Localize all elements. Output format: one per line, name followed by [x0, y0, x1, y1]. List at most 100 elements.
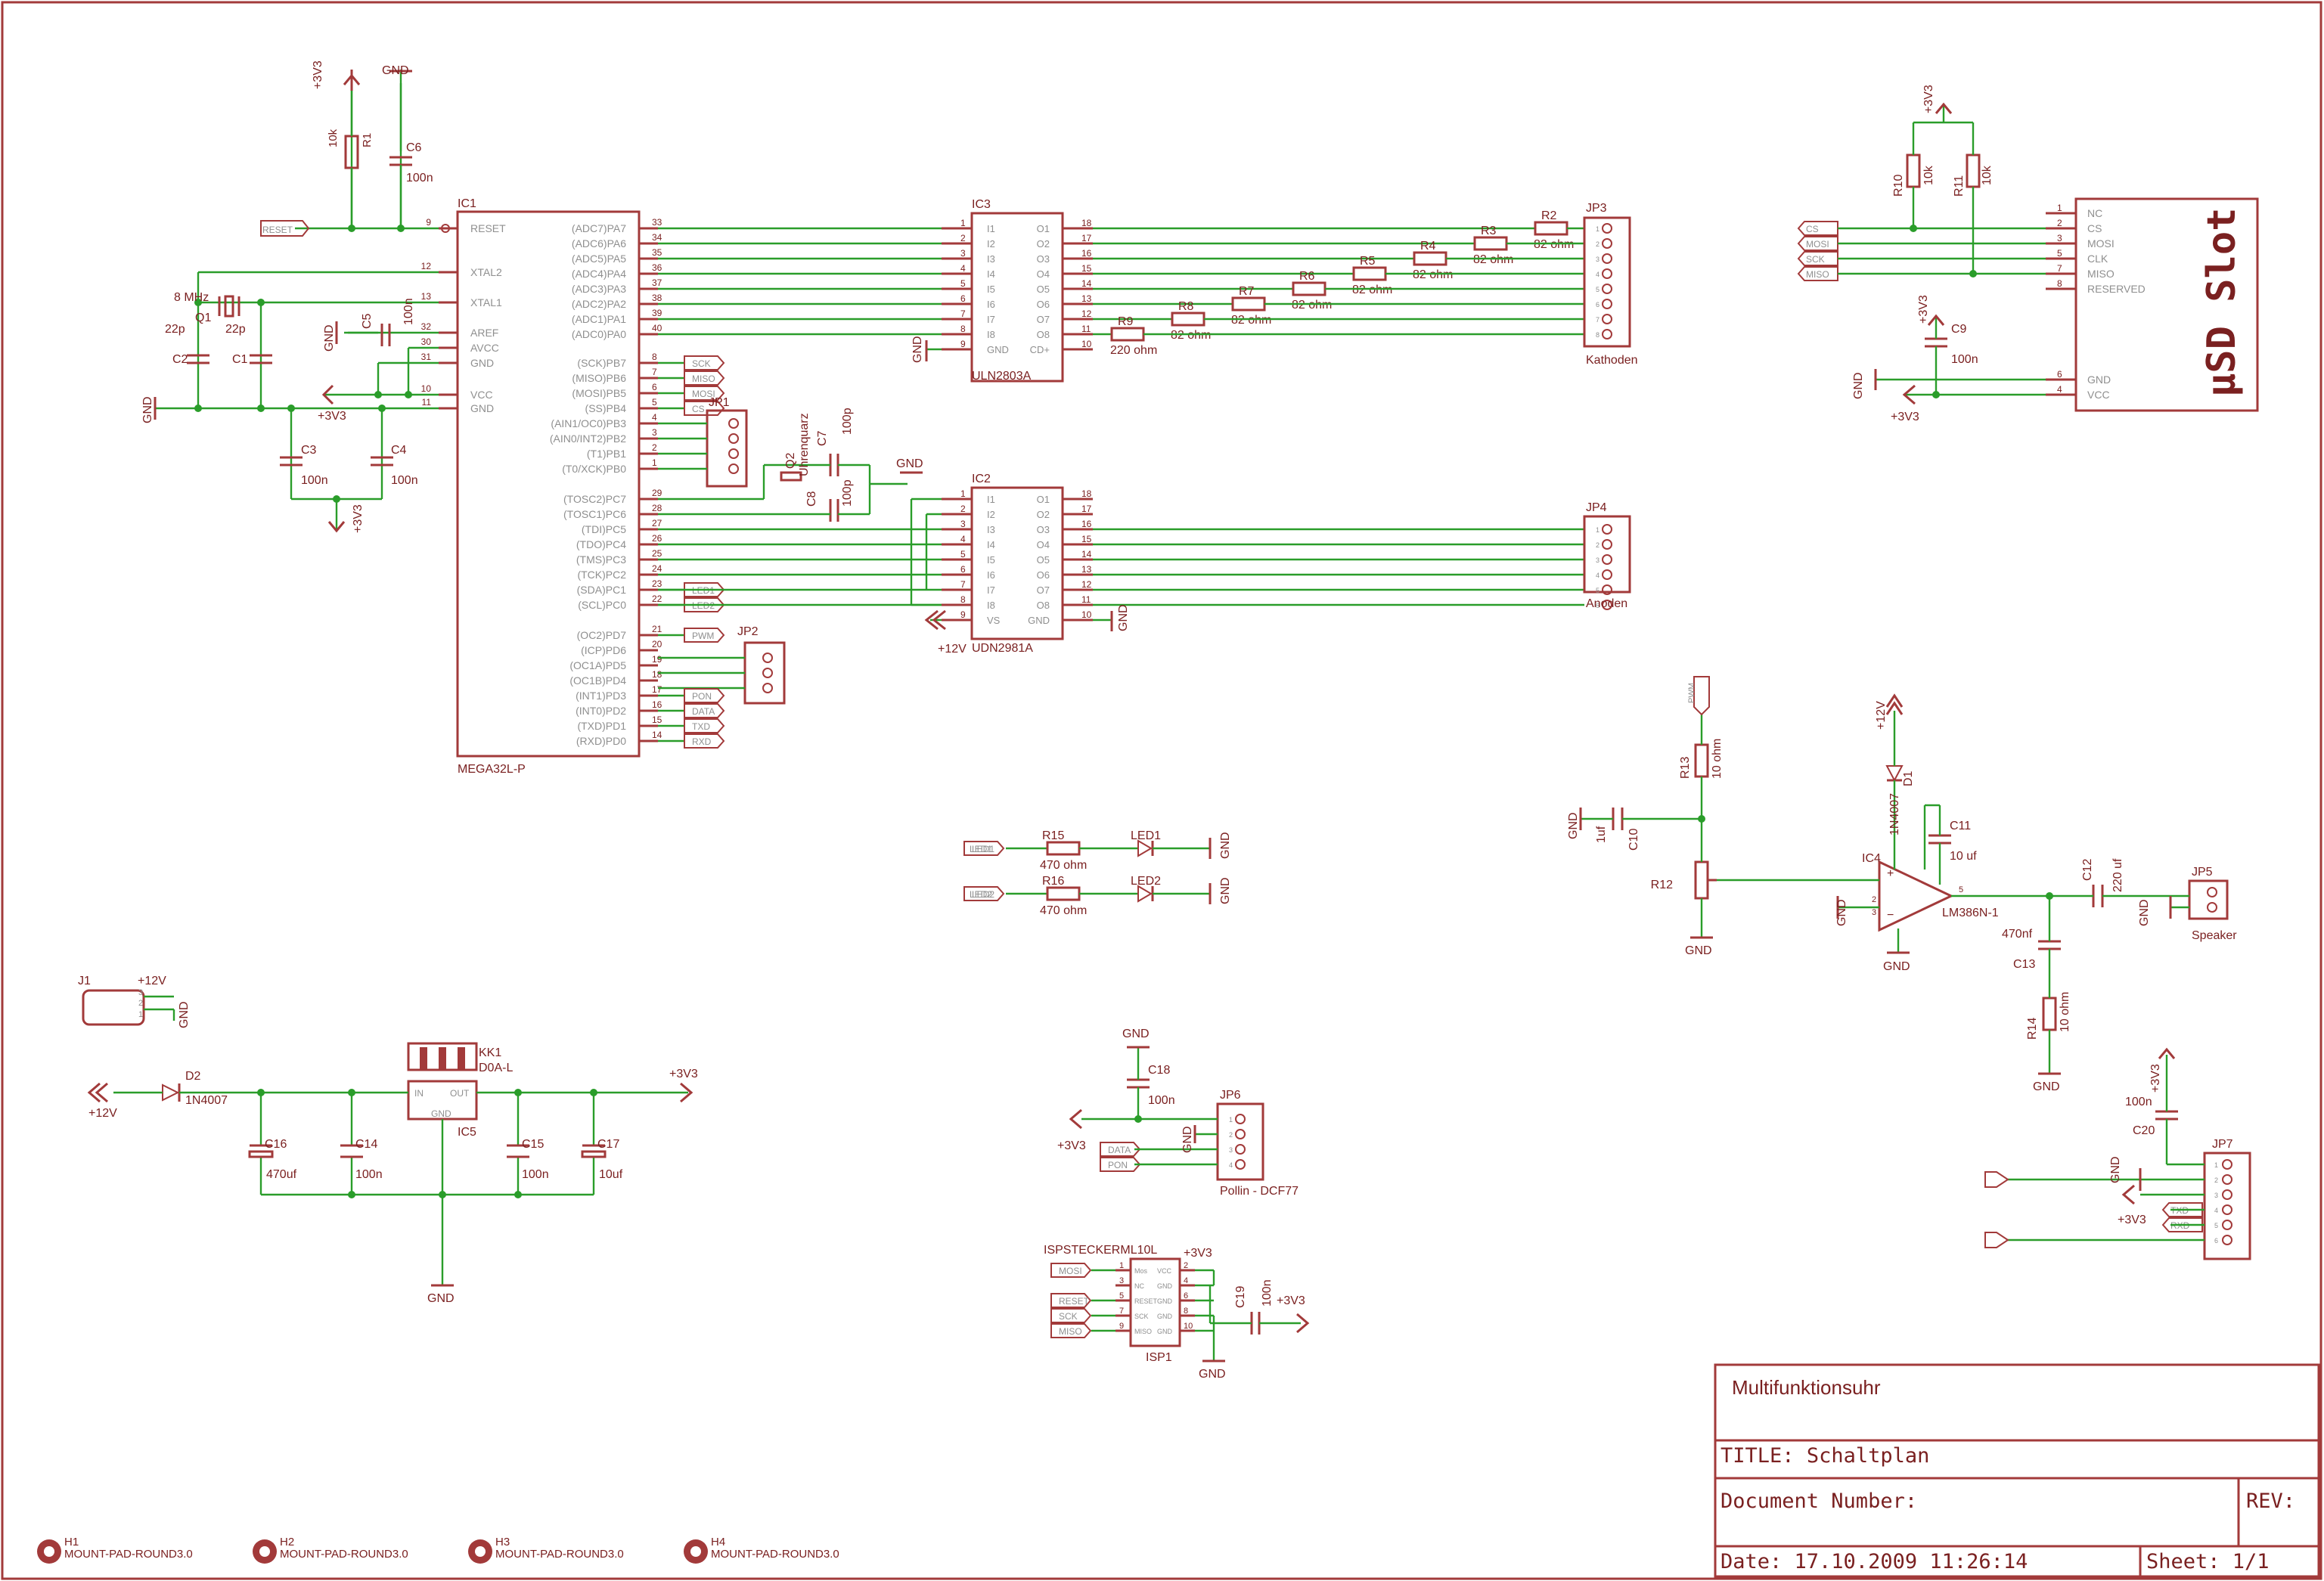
ic2-pin-name: I8 — [987, 600, 995, 611]
label-12v-d2: +12V — [88, 1107, 117, 1120]
label-c19: C19 — [1234, 1286, 1247, 1308]
ic2-pin-number: 4 — [960, 534, 966, 544]
resistor-r15 — [1046, 841, 1081, 856]
label-reset: RESET — [262, 225, 293, 235]
net-label-text: MOSI — [692, 389, 715, 399]
label-c17-value: 10uf — [599, 1168, 623, 1181]
c12-capacitor — [2092, 885, 2104, 907]
label-c6: C6 — [406, 141, 422, 154]
label-c12-value: 220 uf — [2111, 858, 2124, 892]
jp4-pin-3 — [1602, 554, 1612, 565]
label-gnd-j1: GND — [178, 1001, 191, 1028]
net-label-sck: SCK — [1797, 251, 1838, 266]
ic3-pin-name: I4 — [987, 268, 995, 280]
jp4-pin-number: 6 — [1596, 602, 1599, 609]
net-label-text: LED2 — [972, 889, 994, 900]
ic4-minus-sign: − — [1887, 909, 1894, 922]
jp4-pin-1 — [1602, 524, 1612, 535]
jp4-pin-2 — [1602, 539, 1612, 550]
ic1-pin-name: (ADC0)PA0 — [572, 328, 626, 340]
label-3v3-dcf: +3V3 — [1057, 1139, 1086, 1152]
usd-pin-number: 3 — [2057, 233, 2062, 243]
net-label-reset: RESET — [1050, 1293, 1092, 1308]
title-block-project: Multifunktionsuhr — [1732, 1376, 1881, 1399]
label-c5-value: 100n — [402, 298, 415, 325]
ic3-pin-name: I7 — [987, 314, 995, 325]
net-label-shape — [684, 597, 725, 612]
label-r14-value: 10 ohm — [2059, 992, 2071, 1032]
jp7-pin-number: 5 — [2214, 1222, 2218, 1229]
resistor-r16 — [1046, 886, 1081, 901]
ic1-pin-name: GND — [470, 402, 494, 414]
label-jp6-value: Pollin - DCF77 — [1220, 1185, 1299, 1198]
label-c20: C20 — [2133, 1124, 2155, 1137]
ic1-pin-number: 38 — [652, 293, 662, 303]
label-d2-value: 1N4007 — [185, 1094, 228, 1107]
label-gnd-ic3: GND — [911, 336, 924, 363]
title-block-title-label: TITLE: — [1721, 1444, 1795, 1468]
ic3-pin-name: I3 — [987, 253, 995, 265]
isp-inner-right: VCC — [1157, 1267, 1172, 1275]
ic1-pin-name: AREF — [470, 327, 498, 339]
isp-pin-number: 9 — [1119, 1322, 1124, 1331]
jp6-pin — [1235, 1129, 1246, 1139]
label-r5-value: 82 ohm — [1352, 284, 1392, 296]
label-r16: R16 — [1042, 875, 1064, 888]
ic3-ref: IC3 — [972, 198, 991, 211]
net-label-text: SCK — [1806, 254, 1825, 265]
isp-pin-number: 10 — [1184, 1322, 1193, 1331]
label-c1-value: 22p — [225, 323, 246, 336]
ic2-pin-number: 9 — [960, 609, 966, 620]
isp-inner-right: GND — [1157, 1313, 1173, 1320]
j1-power-jack — [82, 989, 145, 1026]
ic1-pin-name: (TDO)PC4 — [576, 538, 626, 550]
label-gnd-jp6: GND — [1181, 1126, 1194, 1153]
ic3-pin-name: I8 — [987, 329, 995, 340]
r14-resistor — [2042, 997, 2057, 1031]
resistor-r9 — [1110, 327, 1145, 342]
ic3-pin-number: 11 — [1081, 324, 1091, 334]
ic4-pin-number: 3 — [1872, 908, 1876, 917]
net-label-data: DATA — [1100, 1142, 1141, 1157]
c10-capacitor — [1612, 808, 1624, 830]
ic1-pin-name: AVCC — [470, 342, 499, 354]
title-block-title-value: Schaltplan — [1806, 1444, 1930, 1468]
label-r15: R15 — [1042, 829, 1064, 842]
label-gnd-c10: GND — [1567, 812, 1580, 839]
net-label-sck: SCK — [1050, 1308, 1092, 1323]
net-label-text: SCK — [692, 358, 711, 369]
ic1-pin-number: 7 — [652, 367, 657, 377]
ic3-pin-name: I2 — [987, 238, 995, 250]
label-c17: C17 — [597, 1138, 619, 1151]
label-c15: C15 — [522, 1138, 544, 1151]
label-isp1: ISP1 — [1146, 1351, 1172, 1364]
ic1-pin-name: (SS)PB4 — [585, 402, 627, 414]
label-3v3-c9: +3V3 — [1917, 295, 1930, 324]
net-label-text: PON — [692, 691, 712, 702]
ic1-pin-number: 13 — [421, 291, 432, 302]
c14-capacitor — [340, 1144, 363, 1158]
net-label-text: PWM — [692, 631, 714, 641]
ic1-pin-name: (ADC1)PA1 — [572, 313, 626, 325]
ic3-pin-number: 4 — [960, 263, 966, 274]
label-gnd-r14: GND — [2033, 1080, 2060, 1093]
jp3-pin-number: 7 — [1596, 316, 1599, 324]
label-gnd-led-2: GND — [1219, 877, 1232, 904]
title-block-title: TITLE: Schaltplan — [1721, 1444, 1929, 1468]
ic2-pin-number: 17 — [1081, 504, 1092, 514]
r12-potentiometer — [1694, 860, 1717, 900]
net-label-text: TXD — [692, 721, 710, 732]
label-c16: C16 — [265, 1138, 287, 1151]
usd-pin-name: GND — [2087, 374, 2111, 386]
ic3-pin-number: 3 — [960, 248, 966, 259]
label-c4: C4 — [391, 444, 407, 457]
ic1-pin-number: 35 — [652, 247, 662, 258]
jp7-pin-number: 4 — [2214, 1207, 2218, 1214]
ic1-pin-number: 31 — [421, 352, 432, 362]
ic1-pin-name: (INT0)PD2 — [576, 705, 626, 717]
usd-pin-name: MOSI — [2087, 237, 2115, 250]
label-c14: C14 — [355, 1138, 377, 1151]
